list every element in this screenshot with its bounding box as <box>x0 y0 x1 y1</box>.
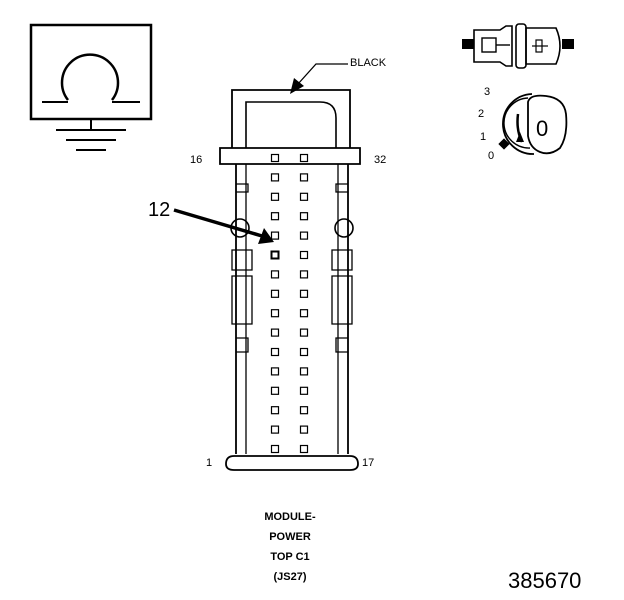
pin-cavity <box>299 250 309 260</box>
view-dial-icon <box>498 93 568 155</box>
ground-symbol-icon <box>29 23 153 151</box>
pin-cavity <box>270 309 280 318</box>
pin-cavity <box>270 289 280 298</box>
plug-connector-icon <box>462 23 574 69</box>
caption-line-3: TOP C1 <box>270 551 310 563</box>
pin-cavity <box>270 444 280 454</box>
pin-cavity <box>299 270 309 279</box>
pin-cavity <box>299 367 309 376</box>
pin-cavity <box>299 347 309 357</box>
pin-cavity <box>270 192 280 201</box>
dial-position-0: 0 <box>488 150 495 162</box>
figure-number: 385670 <box>508 568 582 593</box>
pin-label-16: 16 <box>190 154 203 166</box>
pin-label-17: 17 <box>362 457 375 469</box>
pin-cavity <box>299 309 309 318</box>
pin-cavity <box>299 173 309 182</box>
connector-color-label: BLACK <box>350 57 387 69</box>
dial-position-3: 3 <box>484 86 491 98</box>
pin-cavity <box>299 406 309 415</box>
pin-cavity <box>270 231 280 240</box>
pin-cavity <box>270 153 280 163</box>
pin-cavity <box>299 231 309 240</box>
dial-selected-value: 0 <box>536 116 549 141</box>
pin-cavity <box>270 328 280 337</box>
pin-cavity <box>299 386 309 395</box>
caption-line-4: (JS27) <box>273 571 307 583</box>
caption-line-1: MODULE- <box>264 511 316 523</box>
pin-cavity <box>270 347 280 357</box>
pin-label-32: 32 <box>374 154 387 166</box>
pin-cavity <box>299 289 309 298</box>
pin-cavity <box>299 425 309 434</box>
pin-cavity <box>270 425 280 434</box>
pin-cavity <box>270 367 280 376</box>
dial-position-2: 2 <box>478 108 485 120</box>
pin-cavity <box>299 328 309 337</box>
pin-cavity <box>270 386 280 395</box>
pin-cavity <box>270 406 280 415</box>
pin-label-1: 1 <box>206 457 213 469</box>
pin-cavity <box>299 153 309 163</box>
pin-cavity <box>299 192 309 201</box>
pin-cavity <box>270 173 280 182</box>
pin-cavity <box>299 212 309 221</box>
pin-callout-arrow <box>173 208 274 244</box>
pin-cavity <box>270 270 280 279</box>
color-leader-arrow <box>290 63 348 94</box>
caption-line-2: POWER <box>269 531 311 543</box>
pin-cavity <box>270 212 280 221</box>
pin-cavity <box>270 250 280 260</box>
connector-body <box>219 89 361 471</box>
pin-cavity <box>299 444 309 454</box>
pin-callout-number: 12 <box>148 199 171 221</box>
dial-position-1: 1 <box>480 131 487 143</box>
